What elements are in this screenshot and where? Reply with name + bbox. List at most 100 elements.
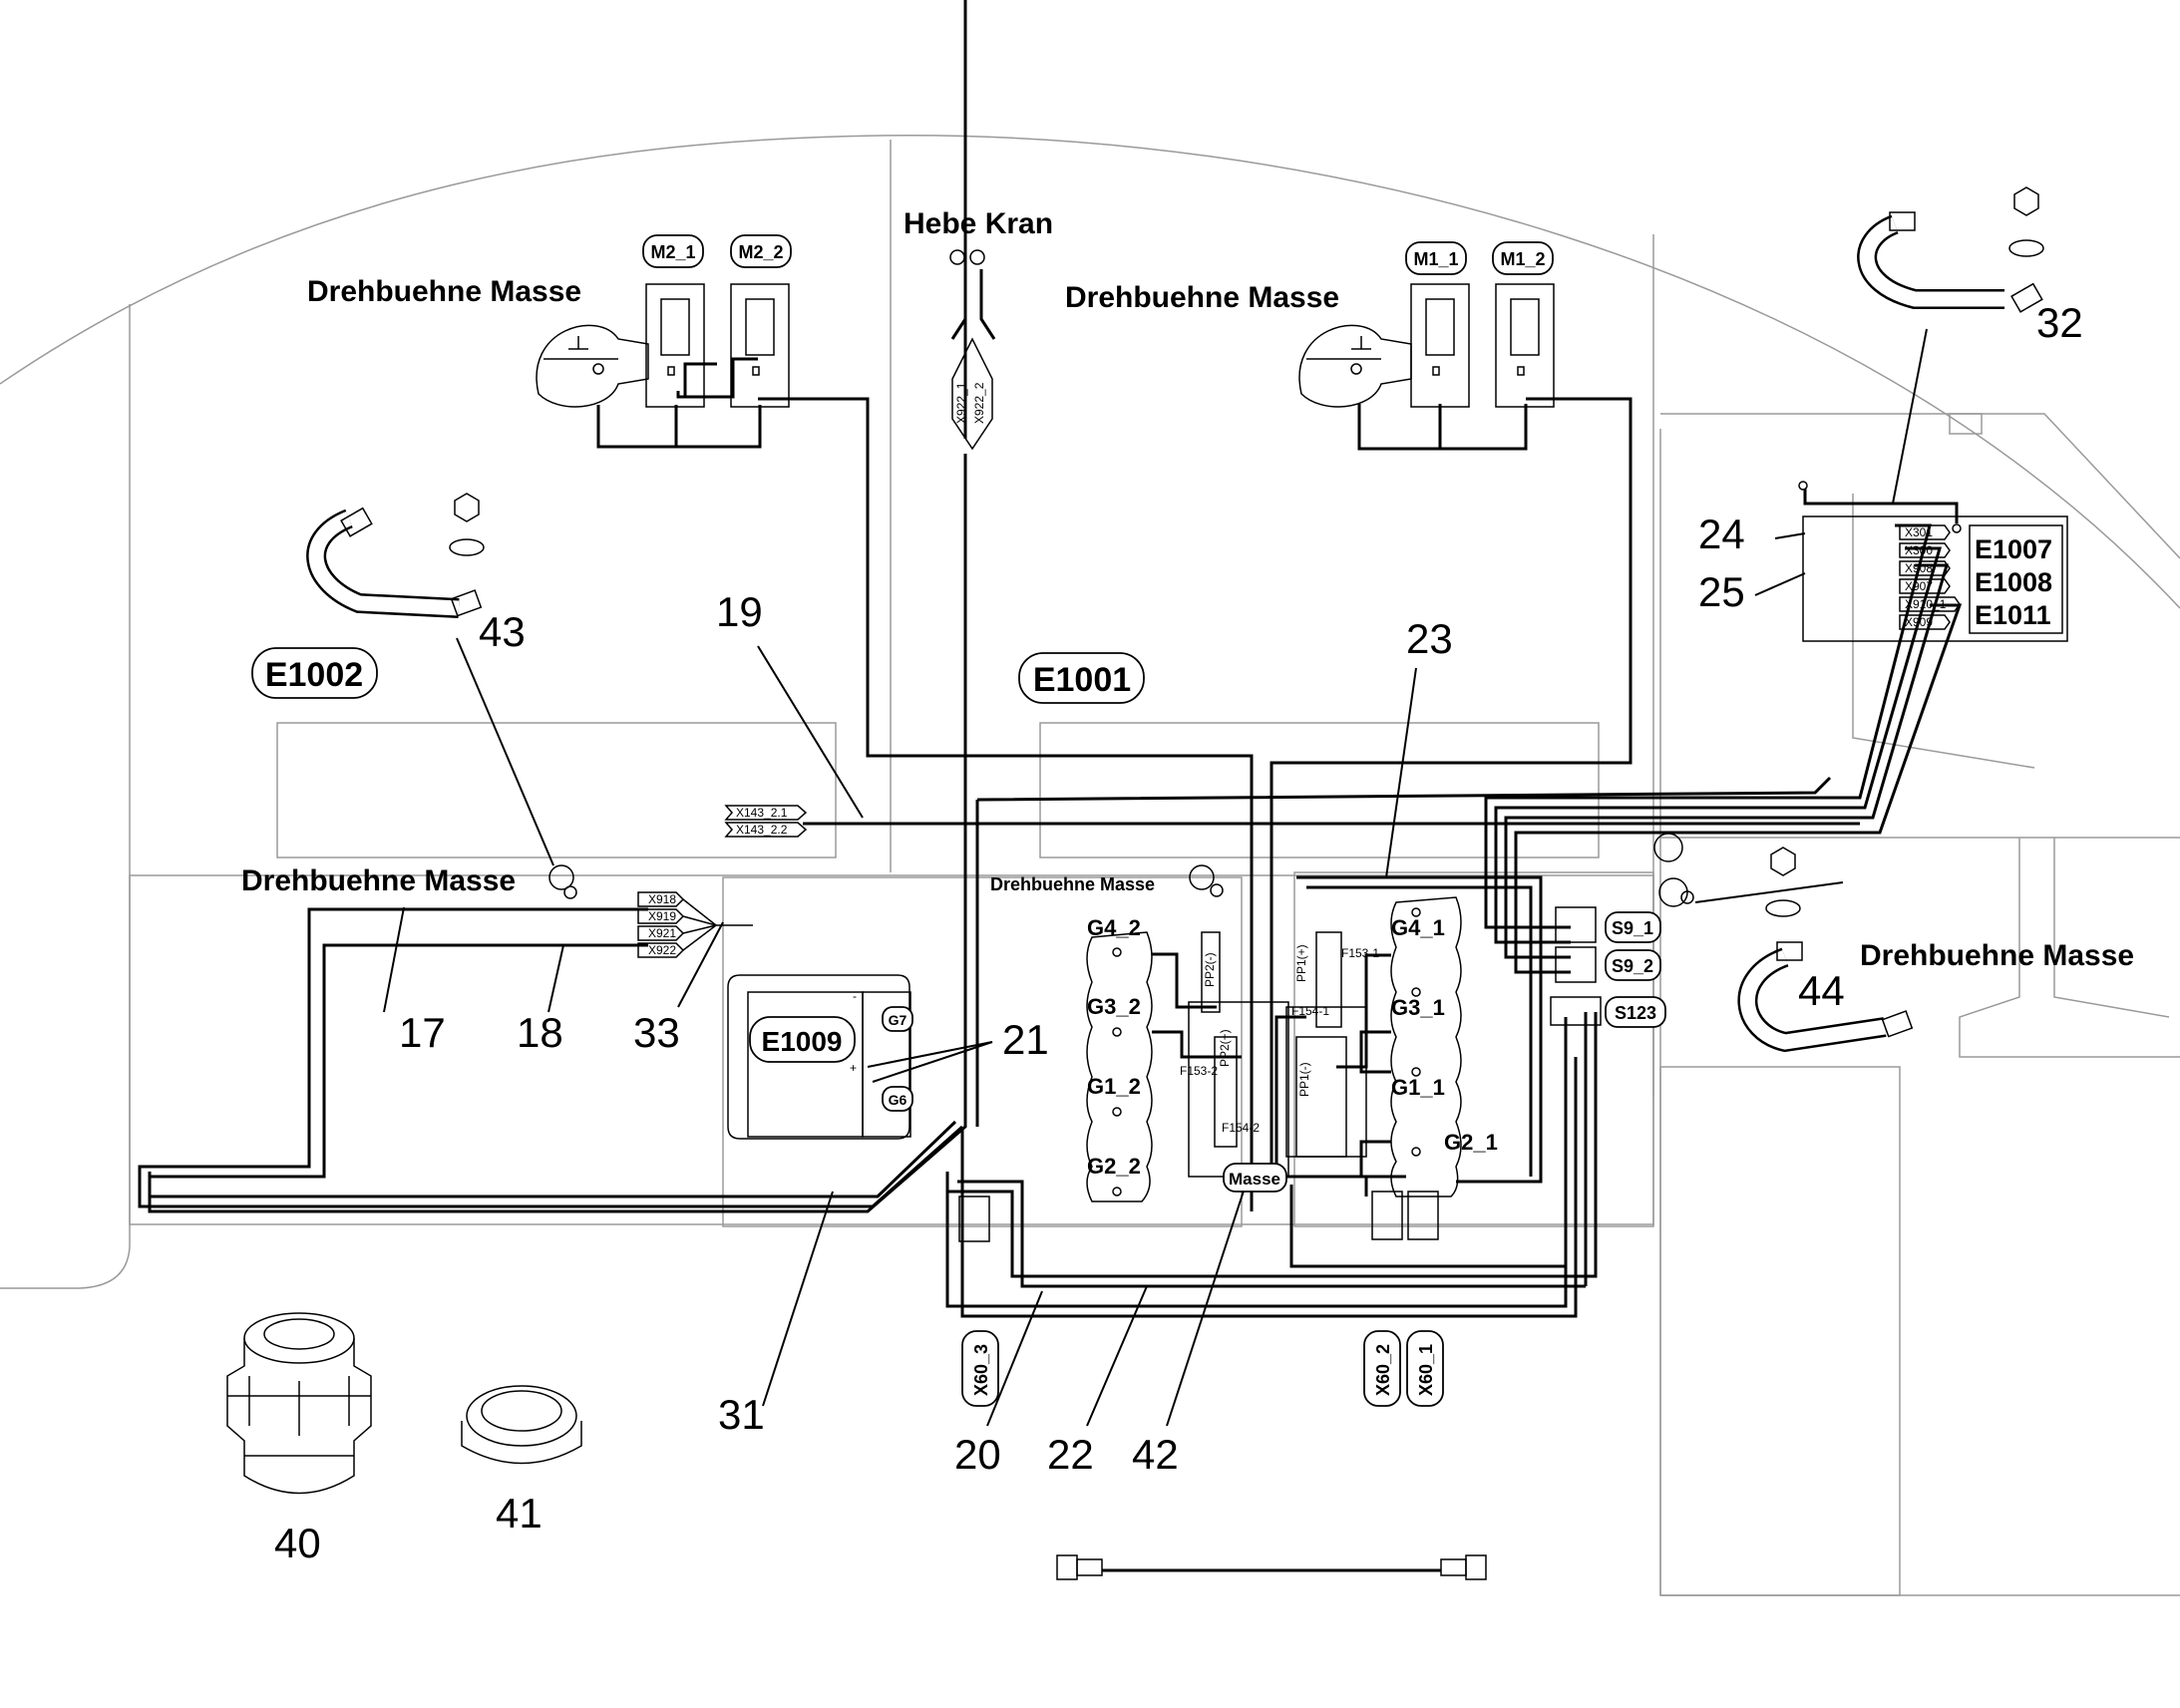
- cable-gland-40: [226, 1312, 372, 1495]
- x60-1-label: X60_1: [1416, 1344, 1436, 1396]
- f154-2-label: F154-2: [1222, 1121, 1260, 1135]
- e1011-label: E1011: [1975, 600, 2051, 630]
- pp2-plus-label: PP2(+): [1218, 1029, 1232, 1067]
- x909-label: X909: [1905, 615, 1933, 629]
- callout-43: 43: [479, 608, 526, 655]
- terminal-blocks: [958, 906, 1602, 1242]
- x919-label: X919: [648, 909, 676, 923]
- f153-1-label: F153-1: [1341, 946, 1379, 960]
- m1-1-label: M1_1: [1413, 249, 1458, 269]
- hebe-kran-label: Hebe Kran: [904, 207, 1053, 240]
- x922-label: X922: [648, 943, 676, 957]
- connector-x143: X143_2.1 X143_2.2: [724, 805, 808, 838]
- g1-1-label: G1_1: [1391, 1075, 1445, 1100]
- e1008-label: E1008: [1975, 567, 2052, 597]
- s123-label: S123: [1615, 1003, 1656, 1023]
- g6-label: G6: [889, 1092, 908, 1108]
- x143-2-2-label: X143_2.2: [736, 823, 788, 837]
- drehbuehne-masse-label-1: Drehbuehne Masse: [307, 275, 581, 308]
- ground-symbol-right: [1298, 324, 1412, 408]
- drehbuehne-masse-label-3: Drehbuehne Masse: [241, 864, 516, 897]
- relay-m1-1: [1410, 283, 1470, 408]
- ground-strap-44: [1737, 847, 1914, 1053]
- drehbuehne-masse-label-4: Drehbuehne Masse: [990, 874, 1155, 894]
- svg-text:+: +: [850, 1061, 857, 1075]
- g4-2-label: G4_2: [1087, 915, 1141, 940]
- relay-m2-2: [730, 283, 790, 408]
- callout-44: 44: [1798, 967, 1845, 1014]
- g2-2-label: G2_2: [1087, 1154, 1141, 1179]
- x921-label: X921: [648, 926, 676, 940]
- callout-24: 24: [1698, 511, 1745, 557]
- g2-1-label: G2_1: [1444, 1130, 1498, 1155]
- g1-2-label: G1_2: [1087, 1074, 1141, 1099]
- e1009-label: E1009: [762, 1026, 843, 1057]
- ground-eyelets: [548, 481, 1962, 907]
- ground-strap-32: [1857, 186, 2044, 313]
- pp1-minus-label: PP1(-): [1297, 1062, 1311, 1097]
- x907-label: X907: [1905, 579, 1933, 593]
- x143-2-1-label: X143_2.1: [736, 806, 788, 820]
- pp1-plus-label: PP1(+): [1294, 944, 1308, 982]
- x908-label: X908: [1905, 561, 1933, 575]
- fuse-board-pp1: PP1(+) PP1(-) F153-1 F154-1: [1285, 931, 1379, 1158]
- battery-pack-left: [1086, 931, 1153, 1202]
- callout-23: 23: [1406, 615, 1453, 662]
- ground-strap-43: [306, 493, 485, 618]
- f154-1-label: F154-1: [1291, 1004, 1329, 1018]
- masse-label: Masse: [1229, 1170, 1280, 1189]
- e1009-unit: - +: [727, 974, 911, 1140]
- x922-2-label: X922_2: [972, 382, 986, 424]
- cable-assembly: [1056, 1554, 1487, 1580]
- m2-2-label: M2_2: [738, 242, 783, 262]
- x301-label: X301: [1905, 525, 1933, 539]
- connector-x918-block: X918 X919 X921 X922: [637, 891, 753, 958]
- x922-1-label: X922_1: [954, 382, 968, 424]
- battery-pack-right: [1390, 896, 1462, 1197]
- ground-symbol-left: [536, 324, 649, 408]
- m1-2-label: M1_2: [1500, 249, 1545, 269]
- relay-m2-1: [645, 283, 705, 408]
- drehbuehne-masse-label-2: Drehbuehne Masse: [1065, 281, 1339, 314]
- callout-numbers: 43 19 23 32 24 25 44 21 17 18 33 31 20 2…: [274, 299, 2083, 1566]
- x910-1-label: X910_1: [1905, 597, 1947, 611]
- g3-2-label: G3_2: [1087, 994, 1141, 1019]
- relay-m1-2: [1495, 283, 1555, 408]
- x300-label: X300: [1905, 543, 1933, 557]
- callout-18: 18: [517, 1009, 563, 1056]
- callout-19: 19: [716, 588, 763, 635]
- callout-21: 21: [1002, 1016, 1049, 1063]
- callout-25: 25: [1698, 568, 1745, 615]
- x918-label: X918: [648, 892, 676, 906]
- svg-text:-: -: [853, 989, 857, 1003]
- callout-20: 20: [954, 1431, 1001, 1478]
- fuse-board-pp2: PP2(-) PP2(+) F153-2 F154-2: [1180, 931, 1289, 1178]
- connector-x922: X922_1 X922_2: [949, 249, 993, 451]
- plug-41: [461, 1385, 582, 1465]
- vehicle-outline: [0, 135, 2180, 1596]
- callout-31: 31: [718, 1391, 765, 1438]
- callout-40: 40: [274, 1520, 321, 1566]
- callout-22: 22: [1047, 1431, 1094, 1478]
- callout-42: 42: [1132, 1431, 1179, 1478]
- g7-label: G7: [889, 1012, 908, 1028]
- s9-2-label: S9_2: [1612, 956, 1653, 976]
- e1007-label: E1007: [1975, 534, 2052, 564]
- m2-1-label: M2_1: [650, 242, 695, 262]
- e1001-label: E1001: [1033, 661, 1131, 699]
- g3-1-label: G3_1: [1391, 995, 1445, 1020]
- callout-33: 33: [633, 1009, 680, 1056]
- drehbuehne-masse-label-5: Drehbuehne Masse: [1860, 939, 2134, 972]
- f153-2-label: F153-2: [1180, 1064, 1218, 1078]
- e1002-label: E1002: [265, 656, 363, 694]
- connector-e1007-block: X301 X300 X908 X907 X910_1 X909: [1802, 515, 2068, 642]
- component-labels: M2_1 M2_2 M1_1 M1_2 E1002 E1001 E1009 E1…: [251, 234, 2052, 1407]
- s9-1-label: S9_1: [1612, 918, 1653, 938]
- x60-3-label: X60_3: [971, 1344, 991, 1396]
- x60-2-label: X60_2: [1373, 1344, 1393, 1396]
- callout-32: 32: [2036, 299, 2083, 346]
- g4-1-label: G4_1: [1391, 915, 1445, 940]
- callout-41: 41: [496, 1490, 543, 1537]
- text-labels: Drehbuehne Masse Drehbuehne Masse Drehbu…: [241, 207, 2134, 972]
